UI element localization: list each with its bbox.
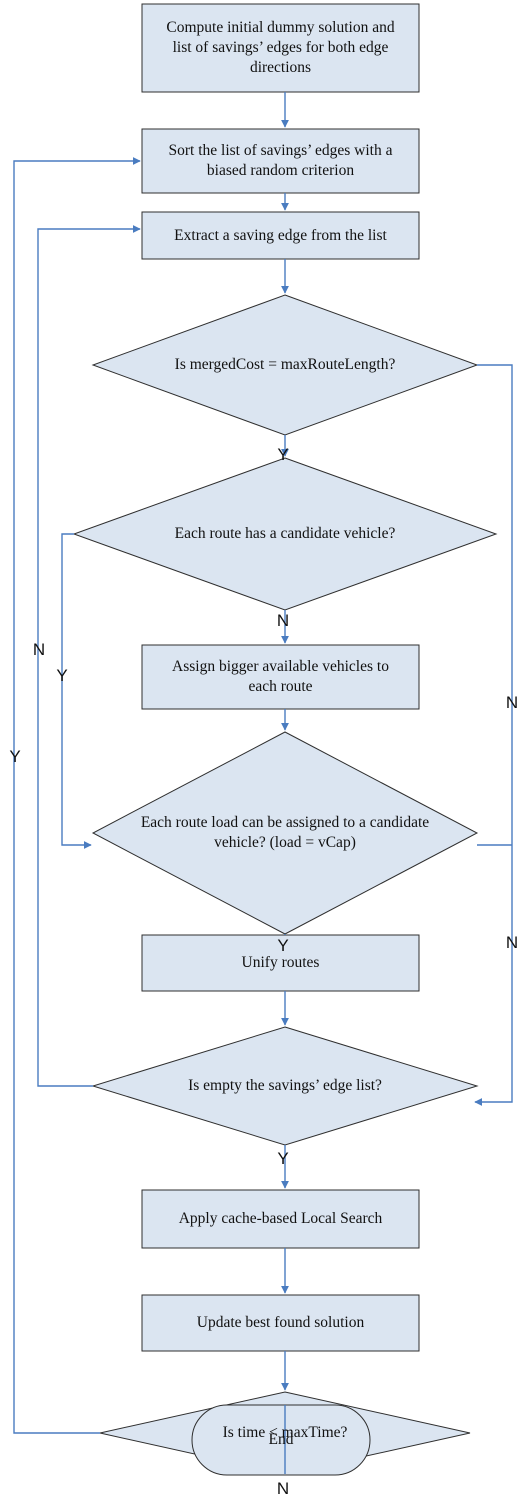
local-search-label: Apply cache-based Local Search <box>178 1210 383 1227</box>
merged-no-arrow <box>474 364 513 1106</box>
unify-label: Unify routes <box>241 954 320 971</box>
time-yes-loop-arrow <box>13 157 141 1434</box>
update-best-box <box>141 1294 420 1352</box>
unify-box <box>141 934 420 992</box>
local-search-box <box>141 1189 420 1249</box>
time-yes-edge-label: Y <box>9 747 21 766</box>
sort-label: Sort the list of savings’ edges with a b… <box>168 142 393 179</box>
time-no-edge-label: N <box>276 1479 290 1497</box>
merged-cost-label: Is mergedCost = maxRouteLength? <box>174 356 396 373</box>
load-no-edge-label: N <box>505 933 519 952</box>
assign-bigger-label: Assign bigger available vehicles to each… <box>172 658 389 695</box>
list-no-edge-label: N <box>32 640 46 659</box>
extract-box <box>141 211 420 260</box>
load-yes-edge-label: Y <box>277 936 289 955</box>
candidate-yes-edge-label: Y <box>56 666 68 685</box>
empty-list-label: Is empty the savings’ edge list? <box>188 1077 382 1094</box>
list-no-loop-arrow <box>37 225 141 1087</box>
end-terminal <box>191 1404 371 1476</box>
update-best-label: Update best found solution <box>196 1314 365 1331</box>
merged-no-edge-label: N <box>505 693 519 712</box>
merged-yes-edge-label: Y <box>277 445 289 464</box>
candidate-yes-arrow <box>61 533 92 849</box>
init-label: Compute initial dummy solution and list … <box>166 19 395 76</box>
list-yes-edge-label: Y <box>277 1149 289 1168</box>
candidate-vehicle-label: Each route has a candidate vehicle? <box>174 525 396 542</box>
assign-bigger-box <box>141 644 420 710</box>
extract-label: Extract a saving edge from the list <box>174 226 387 244</box>
route-load-label: Each route load can be assigned to a can… <box>140 814 430 851</box>
sort-box <box>141 128 420 194</box>
end-label: End <box>268 1431 294 1448</box>
time-check-label: Is time < maxTime? <box>222 1424 348 1441</box>
candidate-no-edge-label: N <box>276 611 290 630</box>
init-box <box>141 3 420 93</box>
